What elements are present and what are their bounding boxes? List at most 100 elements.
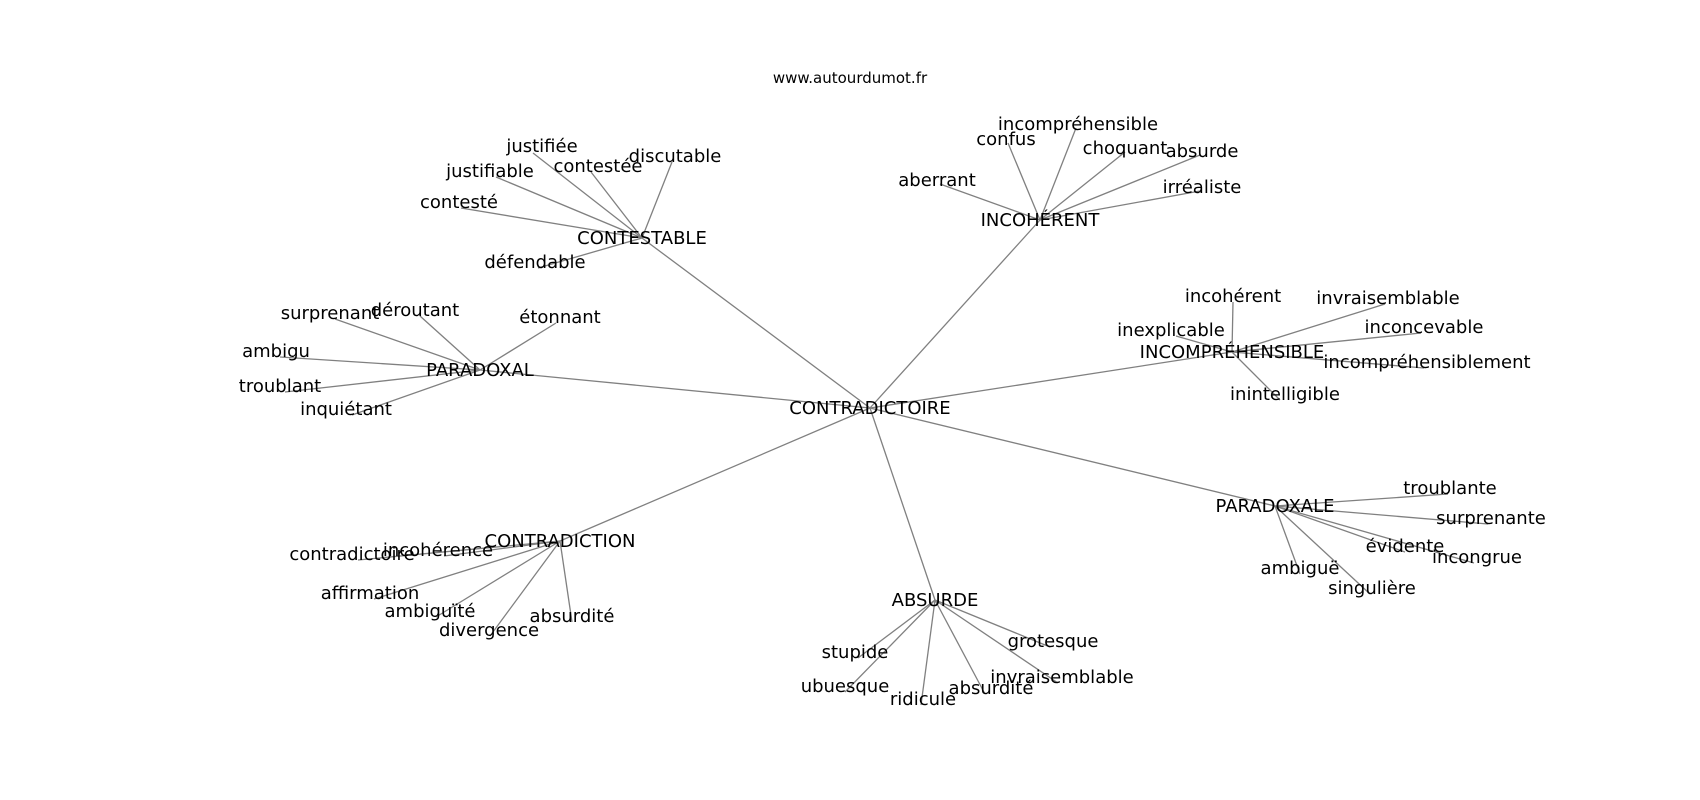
leaf-label: absurdité <box>530 606 615 627</box>
edge-contradiction-leaf <box>373 540 561 600</box>
edge-incomprehensible-leaf <box>1231 332 1422 353</box>
leaf-label: surprenant <box>281 303 380 324</box>
leaf-label: incompréhensible <box>998 114 1158 135</box>
leaf-label: inintelligible <box>1230 384 1340 405</box>
leaf-label: contesté <box>420 192 498 213</box>
leaf-label: justifiée <box>505 136 577 157</box>
edge-paradoxale-leaf <box>1274 505 1475 564</box>
edge-paradoxale-leaf <box>1274 505 1301 575</box>
edge-absurde-leaf <box>934 599 986 695</box>
leaf-label: contestée <box>553 156 642 177</box>
hub-label: INCOMPRÉHENSIBLE <box>1140 341 1325 363</box>
edge-incomprehensible-leaf <box>1175 335 1233 353</box>
leaf-label: troublante <box>1403 478 1496 499</box>
leaf-label: ubuesque <box>801 676 890 697</box>
edge-incomprehensible-leaf <box>1231 303 1386 353</box>
leaf-label: ambiguïté <box>385 601 476 622</box>
edge-incomprehensible-leaf <box>1231 351 1281 401</box>
leaf-label: incongrue <box>1432 547 1522 568</box>
leaf-label: grotesque <box>1008 631 1099 652</box>
edge-absurde-leaf <box>844 599 936 693</box>
leaf-label: contradictoire <box>289 544 414 565</box>
edge-incomprehensible-leaf <box>1231 301 1234 353</box>
leaf-label: inconcevable <box>1365 317 1484 338</box>
edge-contestable-leaf <box>532 152 643 239</box>
edge-paradoxal-leaf <box>479 322 557 371</box>
edge-paradoxal-leaf <box>419 315 481 371</box>
leaf-label: ambiguë <box>1261 558 1340 579</box>
leaf-label: divergence <box>439 620 539 641</box>
leaf-label: évidente <box>1366 536 1445 557</box>
leaf-label: absurde <box>1166 141 1239 162</box>
edge-incoherent-leaf <box>1039 127 1077 221</box>
leaf-label: troublant <box>239 376 321 397</box>
site-credit: www.autourdumot.fr <box>773 69 928 87</box>
leaf-label: singulière <box>1328 578 1416 599</box>
leaf-label: confus <box>976 129 1035 150</box>
leaf-label: inexplicable <box>1117 320 1225 341</box>
edge-contradiction-leaf <box>357 540 561 561</box>
leaf-label: ambigu <box>242 341 310 362</box>
edge-absurde-leaf <box>920 599 936 706</box>
edge-center-absurde <box>869 407 936 601</box>
leaf-label: justifiable <box>445 161 534 182</box>
leaf-label: incohérence <box>383 540 493 561</box>
edge-incoherent-leaf <box>1007 142 1041 221</box>
center-label: CONTRADICTOIRE <box>789 398 950 419</box>
edge-incoherent-leaf <box>1039 154 1201 221</box>
edge-contradiction-leaf <box>435 540 561 618</box>
edge-contestable-leaf <box>590 171 643 239</box>
edge-contradiction-leaf <box>489 540 561 637</box>
edges <box>279 127 1489 706</box>
edge-center-paradoxale <box>869 407 1276 507</box>
edge-contestable-leaf <box>495 176 643 239</box>
edge-contestable-leaf <box>537 237 643 269</box>
edge-incoherent-leaf <box>1039 190 1201 221</box>
leaf-label: ridicule <box>890 689 956 710</box>
edge-incoherent-leaf <box>1039 151 1126 221</box>
leaf-label: invraisemblable <box>990 667 1133 688</box>
edge-incomprehensible-leaf <box>1231 351 1425 369</box>
edge-paradoxale-leaf <box>1274 505 1371 595</box>
edge-absurde-leaf <box>857 599 936 659</box>
edge-paradoxal-leaf <box>284 369 481 393</box>
edge-contradiction-leaf <box>443 540 561 557</box>
edge-paradoxal-leaf <box>279 356 481 371</box>
leaf-label: défendable <box>484 252 585 273</box>
hub-label: CONTESTABLE <box>577 228 707 249</box>
edge-contestable-leaf <box>460 207 643 239</box>
hub-label: CONTRADICTION <box>485 531 636 552</box>
edge-paradoxale-leaf <box>1274 505 1489 525</box>
leaf-label: aberrant <box>898 170 976 191</box>
leaf-label: incompréhensiblement <box>1323 352 1530 373</box>
leaf-label: inquiétant <box>300 399 392 420</box>
leaf-label: choquant <box>1083 138 1168 159</box>
edge-paradoxal-leaf <box>334 318 481 371</box>
hub-label: ABSURDE <box>892 590 979 611</box>
leaf-label: discutable <box>629 146 722 167</box>
hub-label: PARADOXALE <box>1215 496 1334 517</box>
leaf-label: irréaliste <box>1163 177 1242 198</box>
hub-label: PARADOXAL <box>426 360 534 381</box>
labels: www.autourdumot.fr justifiéecontestéedis… <box>239 69 1546 710</box>
edge-center-paradoxal <box>479 369 871 409</box>
edge-center-contestable <box>641 237 871 409</box>
leaf-label: déroutant <box>371 300 459 321</box>
leaf-label: incohérent <box>1185 286 1281 307</box>
leaf-label: étonnant <box>519 307 600 328</box>
edge-center-incoherent <box>869 219 1041 409</box>
leaf-label: affirmation <box>321 583 420 604</box>
edge-contestable-leaf <box>641 161 673 239</box>
leaf-label: surprenante <box>1436 508 1546 529</box>
edge-absurde-leaf <box>934 599 1059 684</box>
edge-incoherent-leaf <box>939 183 1041 221</box>
edge-contradiction-leaf <box>559 540 573 623</box>
edge-absurde-leaf <box>934 599 1051 648</box>
edge-paradoxal-leaf <box>351 369 481 416</box>
edge-center-contradiction <box>559 407 871 542</box>
edge-paradoxale-leaf <box>1274 505 1406 553</box>
edge-paradoxale-leaf <box>1274 493 1449 507</box>
edge-center-incomprehensible <box>869 351 1233 409</box>
leaf-label: invraisemblable <box>1316 288 1459 309</box>
